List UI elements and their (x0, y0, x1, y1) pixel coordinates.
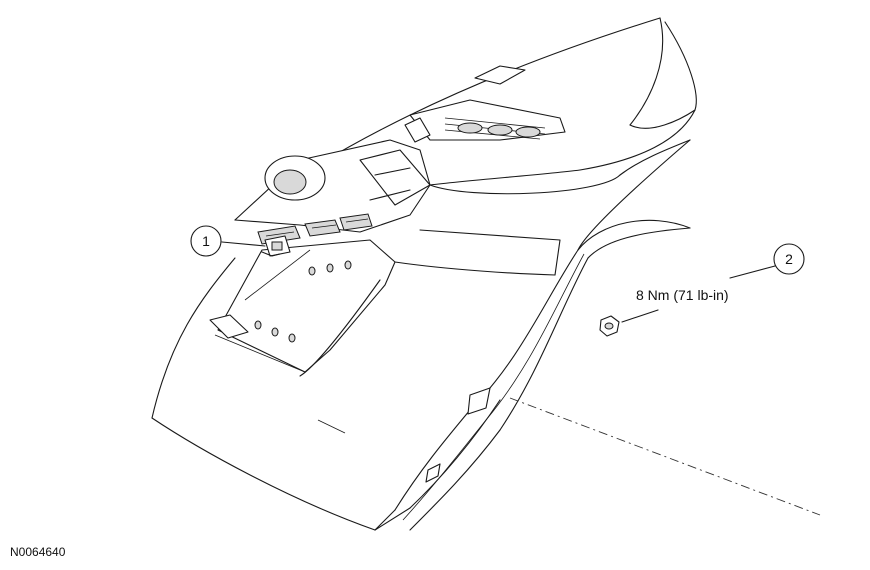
torque-spec-label: 8 Nm (71 lb-in) (636, 287, 729, 303)
vent-grille (444, 117, 546, 140)
nut-2 (599, 315, 620, 337)
callout-1-number: 1 (202, 233, 210, 249)
figure-id: N0064640 (10, 545, 66, 559)
centerline (509, 397, 821, 516)
callout-1: 1 (190, 225, 266, 257)
callout-2: 2 8 Nm (71 lb-in) (621, 243, 805, 323)
panel-detail-line (317, 419, 346, 434)
overhead-console (209, 65, 566, 377)
trim-panel-outline (151, 17, 697, 531)
door-clip-holes (254, 260, 352, 343)
connector-1 (261, 235, 291, 257)
callout-2-number: 2 (785, 251, 793, 267)
